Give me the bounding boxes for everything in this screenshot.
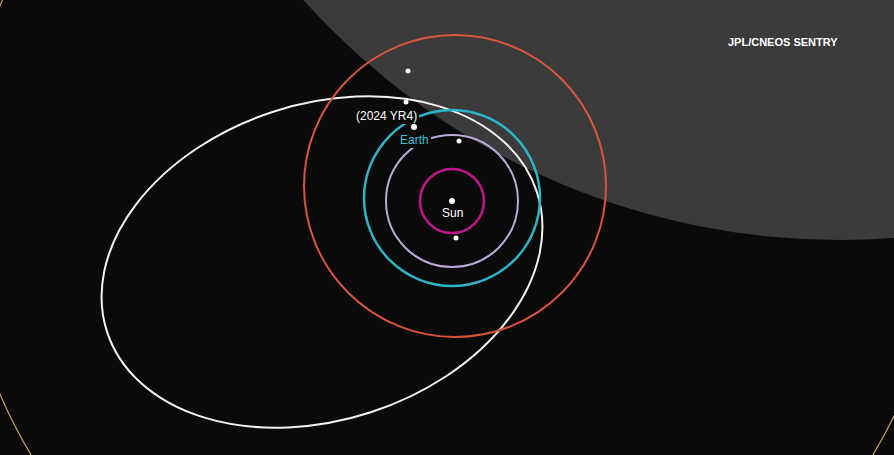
- asteroid-label: (2024 YR4): [354, 110, 419, 124]
- earth-dot: [411, 124, 417, 130]
- asteroid-dot: [404, 100, 409, 105]
- mercury-dot: [454, 236, 459, 241]
- credit-label: JPL/CNEOS SENTRY: [726, 36, 840, 49]
- planet-label: Earth: [398, 134, 431, 148]
- earth-orbit: [364, 110, 540, 286]
- mars-dot: [406, 69, 411, 74]
- mars-orbit: [304, 35, 606, 337]
- asteroid-orbit: [58, 42, 586, 455]
- sun-dot: [449, 198, 455, 204]
- venus-dot: [457, 139, 462, 144]
- venus-orbit: [386, 135, 518, 267]
- star-label: Sun: [440, 207, 465, 221]
- shaded-region: [120, 0, 894, 240]
- mercury-orbit: [420, 169, 484, 233]
